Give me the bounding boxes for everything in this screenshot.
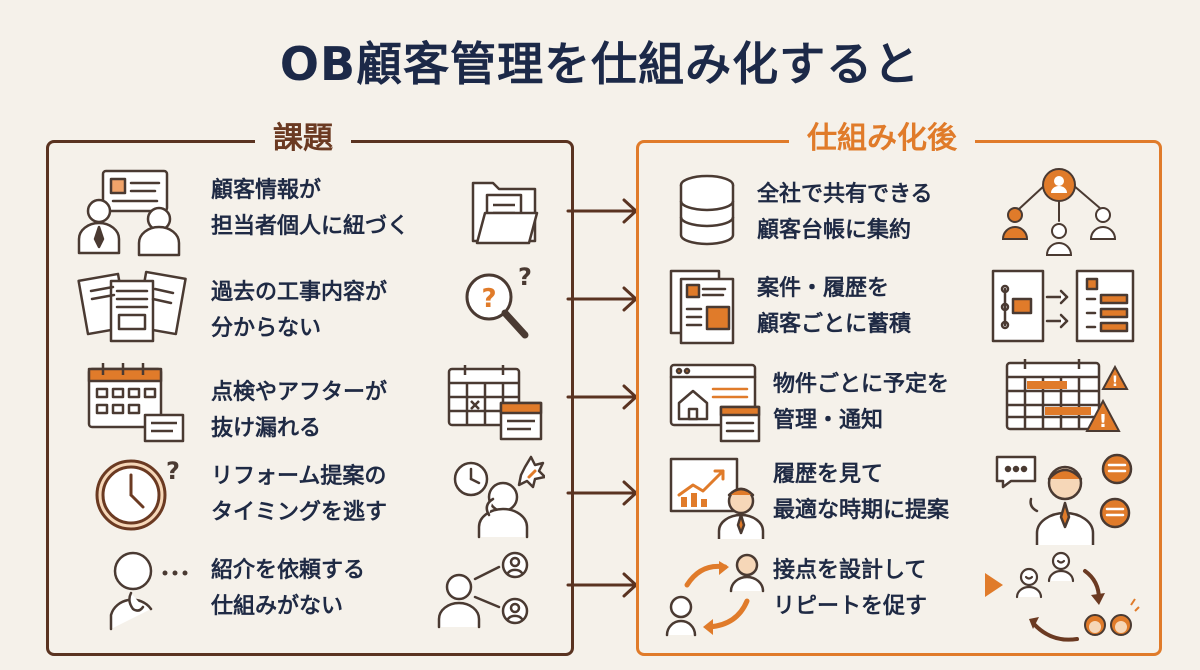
- record-transfer-icon: [991, 269, 1135, 343]
- folder-documents-icon: [471, 181, 539, 245]
- referral-network-icon: [437, 551, 529, 629]
- customer-cycle-icon: [665, 553, 765, 637]
- arrow-right-icon: [566, 198, 638, 224]
- repeat-customers-icon: [985, 551, 1140, 642]
- schedule-alert-icon: ! !: [1005, 359, 1129, 432]
- issue-3-text: 点検やアフターが 抜け漏れる: [211, 375, 387, 447]
- solution-1-text: 全社で共有できる 顧客台帳に集約: [757, 177, 933, 249]
- solution-1-line1: 全社で共有できる: [757, 182, 933, 207]
- svg-text:?: ?: [481, 284, 496, 314]
- solution-1-line2: 顧客台帳に集約: [757, 218, 912, 243]
- solution-2-text: 案件・履歴を 顧客ごとに蓄積: [757, 271, 911, 343]
- svg-text:?: ?: [518, 263, 532, 291]
- issue-2-line1: 過去の工事内容が: [211, 280, 388, 305]
- arrow-right-icon: [566, 480, 638, 506]
- issues-panel: 課題 顧客情報が 担当者個人に紐づく: [46, 119, 574, 656]
- solution-3-line2: 管理・通知: [773, 408, 884, 433]
- solution-3-line1: 物件ごとに予定を: [773, 372, 950, 397]
- svg-text:!: !: [1112, 374, 1118, 390]
- solution-5-line2: リピートを促す: [773, 594, 928, 619]
- issues-panel-label: 課題: [255, 119, 351, 159]
- magnifier-question-icon: ? ?: [465, 263, 532, 339]
- issue-2-text: 過去の工事内容が 分からない: [211, 275, 387, 347]
- clock-icon: ?: [95, 457, 180, 531]
- issue-5-line2: 仕組みがない: [211, 594, 344, 619]
- solution-5-line1: 接点を設計して: [773, 558, 927, 583]
- solution-4-line1: 履歴を見て: [773, 462, 884, 487]
- issue-3-line1: 点検やアフターが: [211, 380, 388, 405]
- shared-team-icon: [1001, 168, 1117, 256]
- issue-4-text: リフォーム提案の タイミングを逃す: [211, 459, 387, 531]
- svg-text:!: !: [1099, 411, 1107, 432]
- solution-5-text: 接点を設計して リピートを促す: [773, 553, 927, 625]
- issue-1-text: 顧客情報が 担当者個人に紐づく: [211, 173, 409, 245]
- thinking-person-icon: [109, 551, 188, 631]
- calendar-checklist-icon: [447, 365, 543, 441]
- solution-2-line2: 顧客ごとに蓄積: [757, 312, 912, 337]
- issue-1-line2: 担当者個人に紐づく: [211, 214, 410, 239]
- issue-4-line2: タイミングを逃す: [211, 500, 388, 525]
- solution-4-text: 履歴を見て 最適な時期に提案: [773, 457, 949, 529]
- issue-1-line1: 顧客情報が: [211, 178, 322, 203]
- arrow-right-icon: [566, 384, 638, 410]
- solutions-panel: 仕組み化後 全社で共有できる 顧客台帳に集約: [636, 119, 1162, 656]
- house-schedule-icon: [669, 363, 761, 443]
- page-title: OB顧客管理を仕組み化すると: [279, 37, 921, 91]
- worried-person-icon: [453, 455, 545, 539]
- papers-stack-icon: [77, 270, 187, 343]
- arrow-right-icon: [566, 286, 638, 312]
- solution-3-text: 物件ごとに予定を 管理・通知: [773, 367, 949, 439]
- document-stack-icon: [669, 269, 735, 345]
- growth-chart-consultant-icon: [669, 457, 765, 539]
- calendar-icon: [87, 363, 185, 443]
- solution-4-line2: 最適な時期に提案: [773, 498, 950, 523]
- database-icon: [679, 174, 735, 246]
- arrow-right-icon: [566, 572, 638, 598]
- solution-2-line1: 案件・履歴を: [757, 276, 890, 301]
- solutions-panel-label: 仕組み化後: [789, 119, 975, 159]
- issue-2-line2: 分からない: [211, 316, 322, 341]
- business-card-person-icon: [77, 169, 181, 257]
- svg-text:?: ?: [166, 457, 180, 485]
- issue-3-line2: 抜け漏れる: [211, 416, 322, 441]
- issue-4-line1: リフォーム提案の: [211, 464, 387, 489]
- issue-5-line1: 紹介を依頼する: [211, 558, 366, 583]
- issue-5-text: 紹介を依頼する 仕組みがない: [211, 553, 365, 625]
- proposal-chat-icon: [995, 453, 1133, 545]
